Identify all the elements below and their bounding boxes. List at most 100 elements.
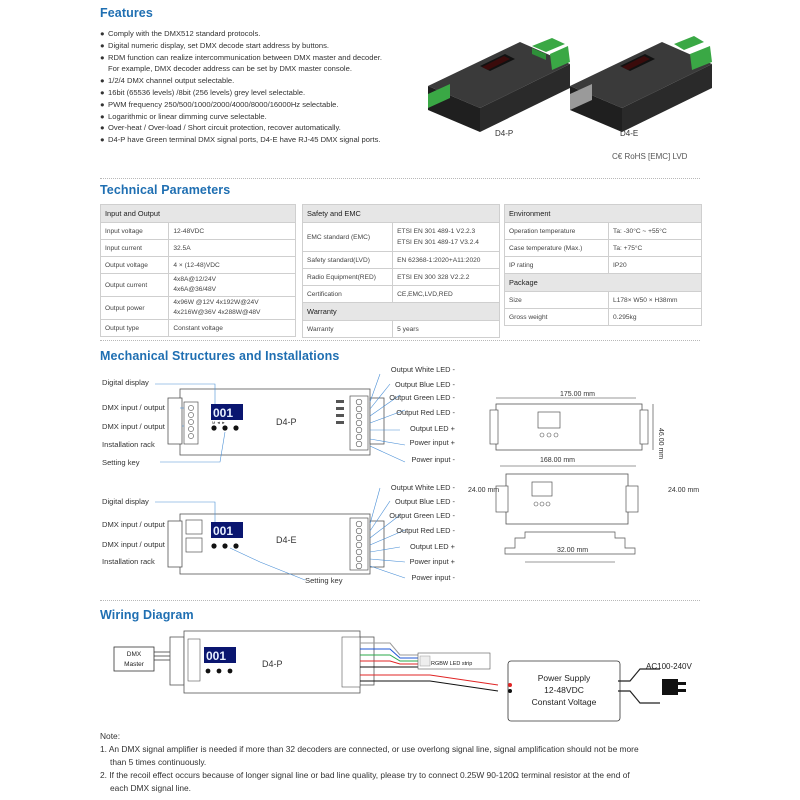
top-output-label: Output Red LED -: [396, 408, 455, 417]
bullet-icon: ●: [100, 40, 105, 50]
label-installation-rack-2: Installation rack: [102, 557, 155, 566]
dim-side-right-label: 24.00 mm: [668, 487, 699, 494]
d4e-product-image: [570, 36, 712, 132]
features-title: Features: [100, 6, 153, 20]
table-row: Radio Equipment(RED)ETSI EN 300 328 V2.2…: [301, 268, 500, 286]
param-label: Radio Equipment(RED): [301, 268, 394, 286]
feature-text: 16bit (65536 levels) /8bit (256 levels) …: [108, 87, 306, 97]
param-label: IP rating: [503, 256, 610, 274]
feature-text: RDM function can realize intercommunicat…: [108, 52, 382, 62]
table-row: Case temperature (Max.)Ta: +75°C: [503, 239, 702, 257]
feature-item: ●Logarithmic or linear dimming curve sel…: [100, 111, 520, 123]
bottom-output-label: Power input -: [411, 573, 455, 582]
top-output-label: Power input +: [409, 438, 455, 447]
wiring-title: Wiring Diagram: [100, 608, 194, 622]
feature-item: For example, DMX decoder address can be …: [100, 63, 520, 75]
separator: [100, 178, 700, 179]
feature-item: ●16bit (65536 levels) /8bit (256 levels)…: [100, 87, 520, 99]
feature-text: Over-heat / Over-load / Short circuit pr…: [108, 123, 341, 133]
bottom-output-label: Output Green LED -: [389, 511, 455, 520]
label-setting-key-2: Setting key: [305, 576, 343, 585]
product-name-right: D4-E: [620, 129, 638, 138]
mechanical-drawing: 001 M ◄ ► D4-P 001 D4-E: [155, 373, 699, 581]
ac-plug-icon: [662, 679, 678, 695]
separator: [100, 340, 700, 341]
param-label: Case temperature (Max.): [503, 239, 610, 257]
param-value: 12-48VDC: [168, 222, 296, 240]
param-label: Certification: [301, 285, 394, 303]
safety-header: Safety and EMC: [302, 204, 500, 223]
bottom-output-label: Power input +: [409, 557, 455, 566]
param-value: Ta: -30°C ~ +55°C: [608, 222, 702, 240]
safety-emc-table: Safety and EMC EMC standard (EMC) ETSI E…: [301, 204, 500, 338]
param-label: Gross weight: [503, 308, 610, 326]
ac-input-label: AC100-240V: [646, 662, 692, 671]
tech-title: Technical Parameters: [100, 183, 231, 197]
dmx-master-box: [113, 646, 155, 672]
rgbw-strip-label: RGBW LED strip: [431, 661, 472, 667]
features-list: ●Comply with the DMX512 standard protoco…: [100, 28, 520, 146]
product-name-left: D4-P: [495, 129, 513, 138]
label-setting-key: Setting key: [102, 458, 140, 467]
emc-values: ETSI EN 301 489-1 V2.2.3 ETSI EN 301 489…: [392, 222, 500, 252]
bullet-icon: ●: [100, 135, 105, 145]
package-header: Package: [504, 273, 702, 292]
param-value: Constant voltage: [168, 319, 296, 337]
feature-text: 1/2/4 DMX channel output selectable.: [108, 76, 235, 86]
warranty-header: Warranty: [302, 302, 500, 321]
label-dmx-io-2: DMX input / output: [102, 422, 165, 431]
bullet-icon: ●: [100, 123, 105, 133]
bottom-display-digits: 001: [213, 524, 233, 538]
d4e-outline-drawing: 001 D4-E: [167, 513, 385, 575]
label-digital-display: Digital display: [102, 378, 149, 387]
warranty-value: 5 years: [392, 320, 500, 338]
bullet-icon: ●: [100, 99, 105, 109]
bullet-icon: ●: [100, 76, 105, 86]
product-photos: D4-P D4-E C€ RoHS [EMC] LVD: [428, 36, 712, 161]
param-value: L178× W50 × H38mm: [608, 291, 702, 309]
bullet-icon: ●: [100, 87, 105, 97]
certification-marks: C€ RoHS [EMC] LVD: [612, 152, 688, 161]
emc-value-1: ETSI EN 301 489-1 V2.2.3: [397, 228, 476, 235]
top-output-label: Output Blue LED -: [395, 380, 455, 389]
param-label: Size: [503, 291, 610, 309]
note-line-3: 2. If the recoil effect occurs because o…: [100, 770, 630, 780]
bullet-icon: ●: [100, 29, 105, 38]
feature-item: ●PWM frequency 250/500/1000/2000/4000/80…: [100, 99, 520, 111]
param-value: IP20: [608, 256, 702, 274]
param-value: EN 62368-1:2020+A11:2020: [392, 251, 500, 269]
feature-item: ●Comply with the DMX512 standard protoco…: [100, 28, 520, 40]
feature-text: Comply with the DMX512 standard protocol…: [108, 29, 261, 38]
param-label: Output type: [99, 319, 170, 337]
svg-text:M ◄ ►: M ◄ ►: [212, 420, 226, 425]
top-output-label: Output White LED -: [390, 365, 455, 374]
rack-view-dimension: [495, 465, 639, 525]
feature-text: D4-P have Green terminal DMX signal port…: [108, 135, 381, 145]
label-dmx-io-1: DMX input / output: [102, 403, 165, 412]
feature-text: PWM frequency 250/500/1000/2000/4000/800…: [108, 99, 339, 109]
param-value: 32.5A: [168, 239, 296, 257]
param-label: Output current: [99, 273, 170, 297]
note-title: Note:: [100, 731, 121, 741]
top-output-label: Output LED +: [410, 424, 455, 433]
io-header: Input and Output: [100, 204, 296, 223]
dim-side-left-label: 24.00 mm: [468, 487, 499, 494]
psu-line1: Power Supply: [538, 673, 591, 683]
feature-item: ●D4-P have Green terminal DMX signal por…: [100, 134, 520, 146]
feature-text: For example, DMX decoder address can be …: [108, 64, 352, 74]
dmx-master-line1: DMX: [127, 651, 142, 658]
label-installation-rack: Installation rack: [102, 440, 155, 449]
dim-length-label: 175.00 mm: [560, 391, 595, 398]
d4p-outline-drawing: 001 M ◄ ► D4-P: [167, 388, 385, 456]
bottom-output-label: Output Blue LED -: [395, 497, 455, 506]
bullet-icon: ●: [100, 52, 105, 62]
top-device-name: D4-P: [276, 417, 297, 427]
param-label: Output power: [99, 296, 170, 320]
param-label: Input current: [99, 239, 170, 257]
